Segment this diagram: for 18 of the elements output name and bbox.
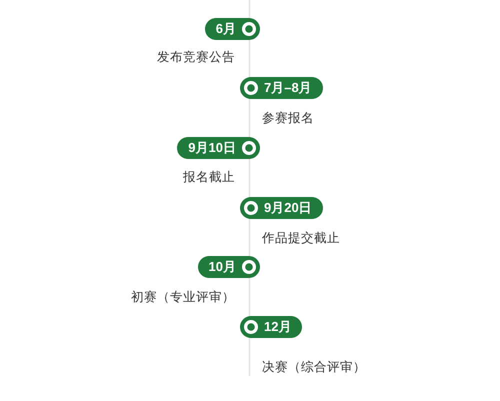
milestone-caption: 参赛报名 (262, 110, 314, 126)
milestone-caption: 初赛（专业评审） (131, 289, 235, 305)
date-pill (198, 256, 260, 278)
date-pill (240, 316, 302, 338)
date-label: 10月 (208, 259, 236, 275)
date-label: 9月20日 (264, 200, 312, 216)
date-label: 6月 (216, 21, 236, 37)
date-label: 12月 (264, 319, 292, 335)
milestone-caption: 报名截止 (183, 169, 235, 185)
date-pill (240, 77, 323, 99)
date-pill (240, 197, 323, 219)
date-label: 7月–8月 (264, 80, 312, 96)
date-label: 9月10日 (188, 140, 236, 156)
milestone-caption: 作品提交截止 (262, 230, 340, 246)
date-pill (204, 18, 260, 40)
milestone-caption: 发布竞赛公告 (157, 49, 235, 65)
milestone-caption: 决赛（综合评审） (262, 359, 366, 375)
date-pill (177, 137, 260, 159)
